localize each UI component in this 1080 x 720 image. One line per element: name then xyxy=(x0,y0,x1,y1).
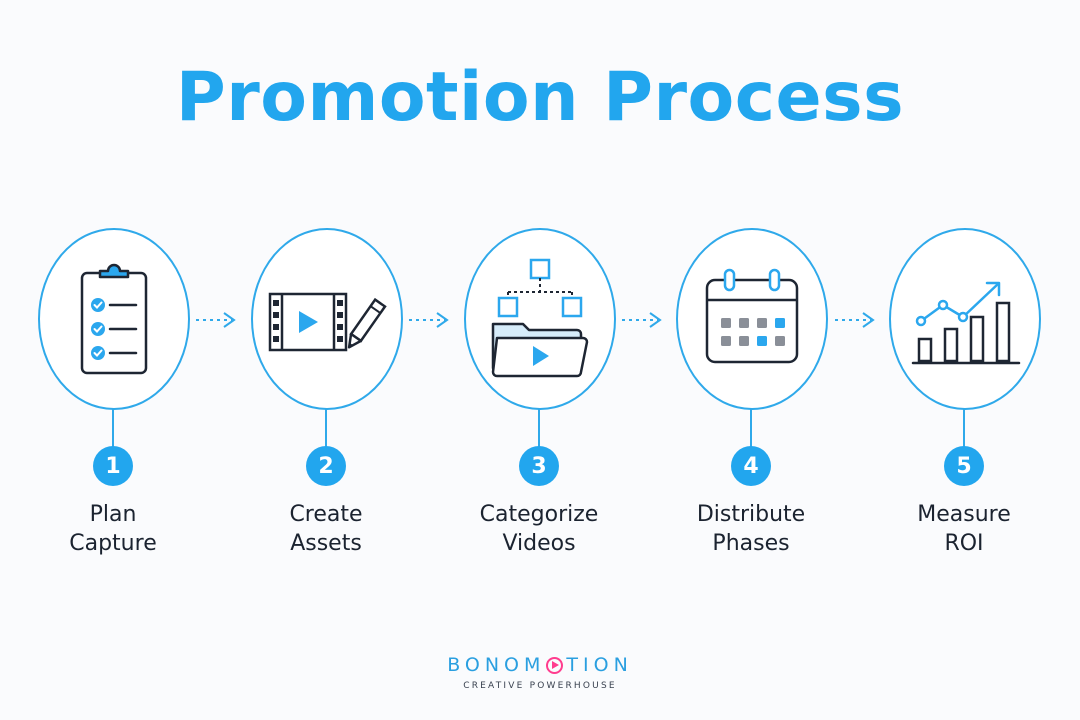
arrow-connector-2 xyxy=(409,312,449,328)
step-label: Measure ROI xyxy=(864,500,1064,558)
step-label-line1: Categorize xyxy=(479,502,599,527)
step-label-line2: Capture xyxy=(69,531,157,556)
clipboard-checklist-icon xyxy=(80,263,148,375)
connector-stem xyxy=(538,408,540,448)
step-distribute-phases: 4 Distribute Phases xyxy=(671,0,831,720)
step-number-badge: 2 xyxy=(306,446,346,486)
arrow-connector-1 xyxy=(196,312,236,328)
step-label-line1: Plan xyxy=(89,502,137,527)
step-label-line2: Videos xyxy=(502,531,576,556)
step-number-badge: 3 xyxy=(519,446,559,486)
step-circle xyxy=(251,228,403,410)
step-circle xyxy=(889,228,1041,410)
step-label: Categorize Videos xyxy=(439,500,639,558)
film-strip-pencil-icon xyxy=(268,292,387,352)
calendar-icon xyxy=(705,268,799,364)
play-icon xyxy=(546,656,564,674)
step-measure-roi: 5 Measure ROI xyxy=(884,0,1044,720)
step-number-badge: 5 xyxy=(944,446,984,486)
growth-chart-icon xyxy=(911,281,1021,365)
brand-tagline: CREATIVE POWERHOUSE xyxy=(463,681,617,691)
step-label-line1: Distribute xyxy=(696,502,806,527)
folder-hierarchy-icon xyxy=(491,258,589,378)
step-categorize-videos: 3 Categorize Videos xyxy=(459,0,619,720)
step-number-badge: 1 xyxy=(93,446,133,486)
connector-stem xyxy=(112,408,114,448)
connector-stem xyxy=(750,408,752,448)
step-label-line2: ROI xyxy=(944,531,984,556)
arrow-connector-3 xyxy=(622,312,662,328)
connector-stem xyxy=(963,408,965,448)
step-label: Plan Capture xyxy=(13,500,213,558)
step-label-line1: Create xyxy=(289,502,363,527)
arrow-connector-4 xyxy=(835,312,875,328)
step-create-assets: 2 Create Assets xyxy=(246,0,406,720)
brand-logo: BONOM TION xyxy=(0,654,1080,676)
step-plan-capture: 1 Plan Capture xyxy=(33,0,193,720)
step-number-badge: 4 xyxy=(731,446,771,486)
step-label-line2: Phases xyxy=(712,531,790,556)
step-label: Create Assets xyxy=(226,500,426,558)
step-circle xyxy=(676,228,828,410)
page-title: Promotion Process xyxy=(175,58,905,137)
step-circle xyxy=(38,228,190,410)
step-label-line2: Assets xyxy=(290,531,362,556)
brand-name-part1: BONOM xyxy=(447,654,546,676)
connector-stem xyxy=(325,408,327,448)
brand-name-part2: TION xyxy=(566,654,633,676)
step-label: Distribute Phases xyxy=(651,500,851,558)
step-label-line1: Measure xyxy=(917,502,1011,527)
brand-wordmark: BONOM TION xyxy=(447,654,633,676)
step-circle xyxy=(464,228,616,410)
